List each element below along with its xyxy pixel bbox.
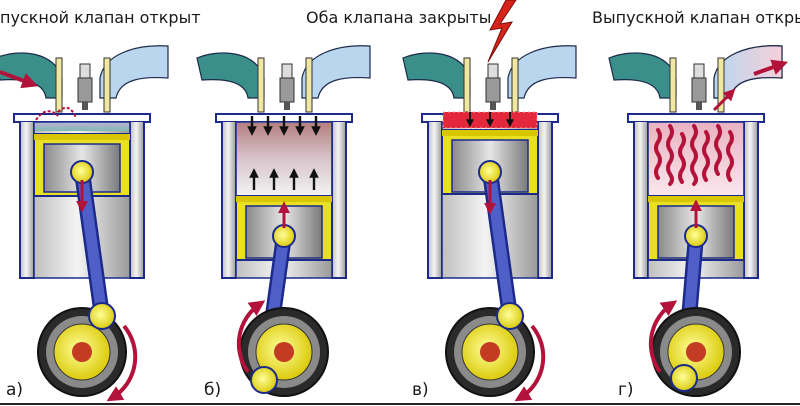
- exhaust-gas-squiggles: [654, 124, 734, 186]
- caption-exhaust-valve-open: Выпускной клапан откры: [592, 8, 800, 27]
- stage-label-b: б): [204, 380, 222, 400]
- spark-plug: [77, 63, 93, 110]
- crankshaft: [37, 302, 127, 397]
- exhaust-valve: [103, 57, 111, 113]
- stage-a-intake: [0, 45, 169, 402]
- stage-label-d: г): [618, 380, 634, 400]
- spark-bolt: [487, 0, 517, 63]
- stage-b-compression: [196, 45, 371, 397]
- stage-label-c: в): [412, 380, 429, 400]
- stage-d-exhaust: [608, 45, 789, 397]
- caption-both-valves-closed: Оба клапана закрыты: [306, 8, 492, 27]
- stage-c-power: [402, 0, 577, 402]
- intake-valve: [55, 57, 63, 113]
- stage-label-a: а): [6, 380, 24, 400]
- caption-intake-valve-open: пускной клапан открыт: [0, 8, 201, 27]
